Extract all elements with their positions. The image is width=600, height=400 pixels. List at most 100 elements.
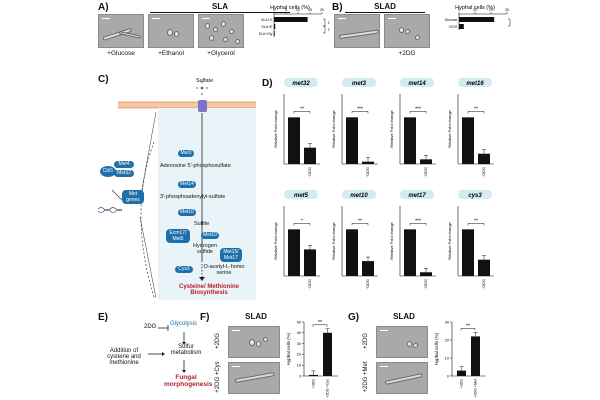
caption-2dg: +2DG: [398, 50, 416, 57]
significance-label: **: [474, 218, 478, 224]
panel-a-rule: [150, 12, 290, 13]
bar: [471, 336, 480, 376]
e-sulfur-metabolism: Sulfur metabolism: [170, 344, 202, 356]
significance-label: **: [326, 21, 330, 25]
panel-b-label: B): [332, 2, 343, 13]
bar: [420, 159, 432, 164]
panel-a-title: SLA: [212, 2, 228, 11]
caption-ethanol: +Ethanol: [158, 50, 184, 57]
x-tick-label: 10: [296, 8, 300, 12]
y-tick-label: 40: [297, 331, 301, 335]
micrograph-g-2dg-met: [376, 362, 428, 394]
y-tick-label: 30: [297, 342, 301, 346]
enzyme-met15-met17: Met15/ Met17: [220, 248, 242, 262]
bar: [457, 370, 466, 376]
category-label: SLA+Gly: [259, 32, 273, 36]
regulator-cbf1: Cbf1: [100, 166, 116, 177]
panel-e-label: E): [98, 312, 108, 323]
micrograph-slad-control: [334, 14, 380, 48]
y-tick-label: 0: [299, 374, 301, 378]
y-axis-label: Relative Fold change: [273, 221, 278, 259]
gene-title: met14: [408, 81, 426, 87]
gene-title-pill: [284, 78, 318, 87]
y-axis-label: Relative Fold change: [331, 221, 336, 259]
gene-title-pill: [400, 190, 434, 199]
significance-bracket: [323, 18, 326, 27]
x-tick-label: +2DG: [366, 279, 370, 289]
y-axis-label: Relative Fold change: [389, 109, 394, 147]
y-axis-label: Relative Fold change: [273, 109, 278, 147]
significance-label: **: [474, 106, 478, 112]
gene-title: met5: [294, 193, 309, 199]
significance-bracket: [467, 111, 485, 114]
nucleus-boundary: [140, 141, 155, 298]
metabolite-sulfate: Sulfate: [196, 78, 214, 84]
bar: [288, 117, 300, 164]
g-row-label-2dg: +2DG: [363, 333, 369, 349]
y-tick-label: 20: [445, 338, 449, 342]
bar: [420, 272, 432, 276]
micrograph-f-2dg-cys: [228, 362, 280, 394]
category-label: SLA+E: [262, 25, 274, 29]
bar: [404, 229, 416, 276]
model-diagram: [148, 325, 186, 373]
panel-f-title: SLAD: [245, 312, 267, 321]
chart-a-xlabel: Hyphal cells (%): [270, 5, 310, 11]
y-axis-label: Hyphal cells (%): [434, 332, 439, 365]
bar: [362, 161, 374, 164]
gene-title: cys3: [468, 193, 482, 199]
significance-label: *: [301, 218, 303, 224]
micrograph-sla-glycerol: [198, 14, 244, 48]
significance-bracket: [508, 18, 511, 27]
y-tick-label: 10: [445, 356, 449, 360]
y-axis-label: Relative Fold change: [389, 221, 394, 259]
significance-label: ***: [357, 106, 363, 112]
category-label: Glucose: [445, 18, 458, 22]
regulator-met4: Met4: [114, 161, 134, 168]
e-fungal-morphogenesis: Fungal morphogenesis: [164, 374, 213, 388]
gene-title: met17: [408, 193, 426, 199]
significance-bracket: [293, 111, 311, 114]
y-tick-label: 20: [297, 353, 301, 357]
significance-label: **: [358, 218, 362, 224]
bar: [274, 17, 308, 22]
y-axis-label: Relative Fold change: [331, 109, 336, 147]
bar: [304, 249, 316, 276]
x-tick-label: 20: [320, 8, 324, 12]
significance-bracket: [351, 111, 369, 114]
bar: [346, 229, 358, 276]
regulator-met32: Met32: [114, 170, 134, 177]
y-axis-label: Hyphal cells (%): [286, 332, 291, 365]
g-row-label-2dg-met: +2DG +Met: [363, 361, 369, 393]
category-label: SLA+G: [261, 18, 273, 22]
panel-b-rule: [345, 12, 425, 13]
significance-bracket: [467, 223, 485, 226]
x-tick-label: +2DG +Cys: [326, 379, 330, 398]
enzyme-cys3: Cys3: [175, 266, 193, 273]
significance-label: **: [300, 106, 304, 112]
significance-bracket: [323, 25, 326, 34]
panel-d-label: D): [262, 78, 273, 89]
x-tick-label: 10: [473, 8, 477, 12]
sulfate-transporter-icon: [198, 100, 207, 112]
micrograph-f-2dg: [228, 326, 280, 358]
panel-g-label: G): [348, 312, 360, 323]
y-tick-label: 50: [297, 320, 301, 324]
caption-glucose: +Glucose: [107, 50, 135, 57]
category-label: +2DG: [448, 25, 458, 29]
significance-label: **: [318, 320, 322, 326]
enzyme-ecm17-met5: Ecm17/ Met5: [166, 229, 190, 243]
micrograph-slad-2dg: [384, 14, 430, 48]
x-tick-label: 15: [308, 8, 312, 12]
metabolite-paps: 3'-phosphoadenylyl-sulfate: [160, 194, 226, 200]
x-tick-label: +2DG: [308, 167, 312, 177]
gene-title-pill: [458, 190, 492, 199]
y-tick-label: 10: [297, 364, 301, 368]
y-tick-label: 30: [445, 320, 449, 324]
panel-f-label: F): [200, 312, 210, 323]
x-tick-label: +2DG: [424, 167, 428, 177]
e-addition-text: Addition of cysteine and methionine: [107, 348, 141, 366]
significance-bracket: [312, 324, 328, 327]
